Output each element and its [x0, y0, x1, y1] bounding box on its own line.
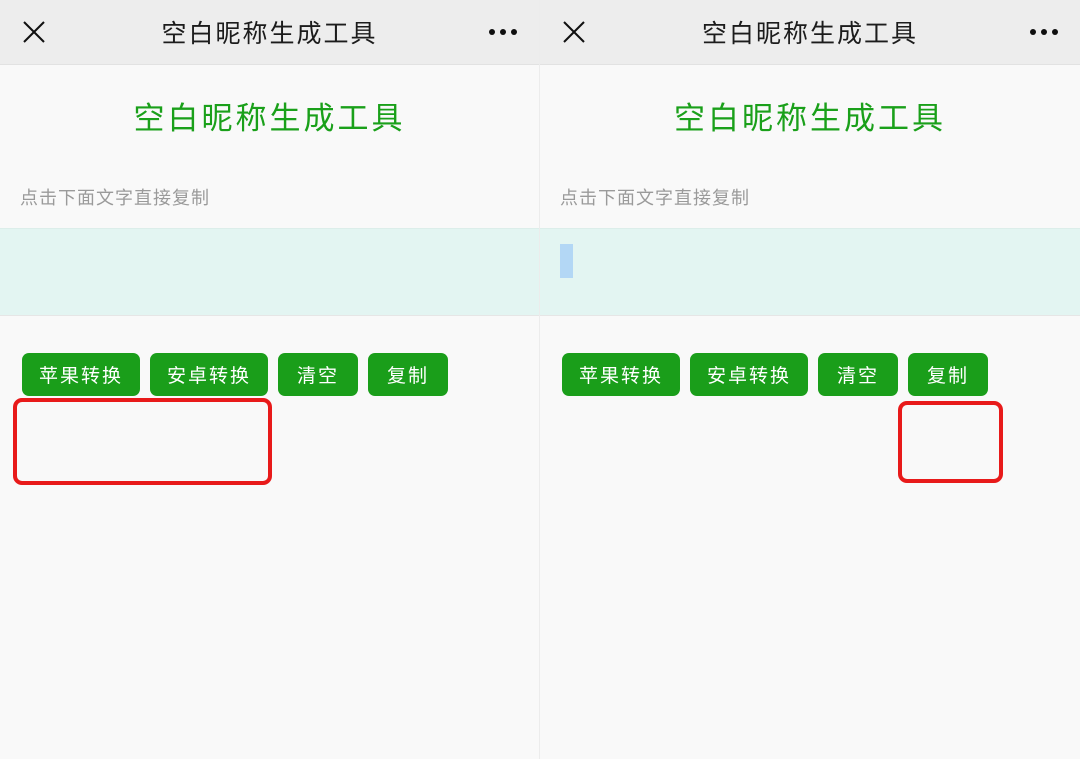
nickname-textarea[interactable]	[540, 228, 1080, 316]
button-row: 苹果转换 安卓转换 清空 复制	[0, 316, 539, 396]
page-content: 空白昵称生成工具 点击下面文字直接复制 苹果转换 安卓转换 清空 复制	[540, 65, 1080, 759]
annotation-copy-button	[898, 401, 1003, 483]
navbar-title: 空白昵称生成工具	[161, 21, 378, 48]
more-dots-icon[interactable]	[1030, 29, 1058, 35]
page-title: 空白昵称生成工具	[674, 101, 946, 136]
dot	[511, 29, 517, 35]
text-selection-highlight	[560, 244, 573, 278]
dot	[1052, 29, 1058, 35]
dot	[1041, 29, 1047, 35]
dot	[1030, 29, 1036, 35]
copy-button[interactable]: 复制	[908, 353, 988, 396]
navbar-title: 空白昵称生成工具	[701, 21, 918, 48]
android-convert-button[interactable]: 安卓转换	[690, 353, 808, 396]
close-icon[interactable]	[4, 19, 64, 45]
copy-hint-text: 点击下面文字直接复制	[560, 188, 750, 208]
annotation-convert-buttons	[13, 398, 272, 485]
nickname-textarea[interactable]	[0, 228, 539, 316]
panel-left: 空白昵称生成工具 空白昵称生成工具 点击下面文字直接复制 苹果转换 安卓转换 清…	[0, 0, 540, 759]
dot	[489, 29, 495, 35]
button-row: 苹果转换 安卓转换 清空 复制	[540, 316, 1080, 396]
page-content: 空白昵称生成工具 点击下面文字直接复制 苹果转换 安卓转换 清空 复制	[0, 65, 539, 759]
clear-button[interactable]: 清空	[278, 353, 358, 396]
navbar: 空白昵称生成工具	[0, 0, 539, 65]
navbar: 空白昵称生成工具	[540, 0, 1080, 65]
close-icon[interactable]	[544, 19, 604, 45]
clear-button[interactable]: 清空	[818, 353, 898, 396]
more-dots-icon[interactable]	[489, 29, 517, 35]
apple-convert-button[interactable]: 苹果转换	[562, 353, 680, 396]
dot	[500, 29, 506, 35]
panel-right: 空白昵称生成工具 空白昵称生成工具 点击下面文字直接复制 苹果转换 安卓转换 清…	[540, 0, 1080, 759]
copy-hint-text: 点击下面文字直接复制	[20, 188, 210, 208]
copy-button[interactable]: 复制	[368, 353, 448, 396]
apple-convert-button[interactable]: 苹果转换	[22, 353, 140, 396]
page-title: 空白昵称生成工具	[133, 101, 406, 136]
android-convert-button[interactable]: 安卓转换	[150, 353, 268, 396]
